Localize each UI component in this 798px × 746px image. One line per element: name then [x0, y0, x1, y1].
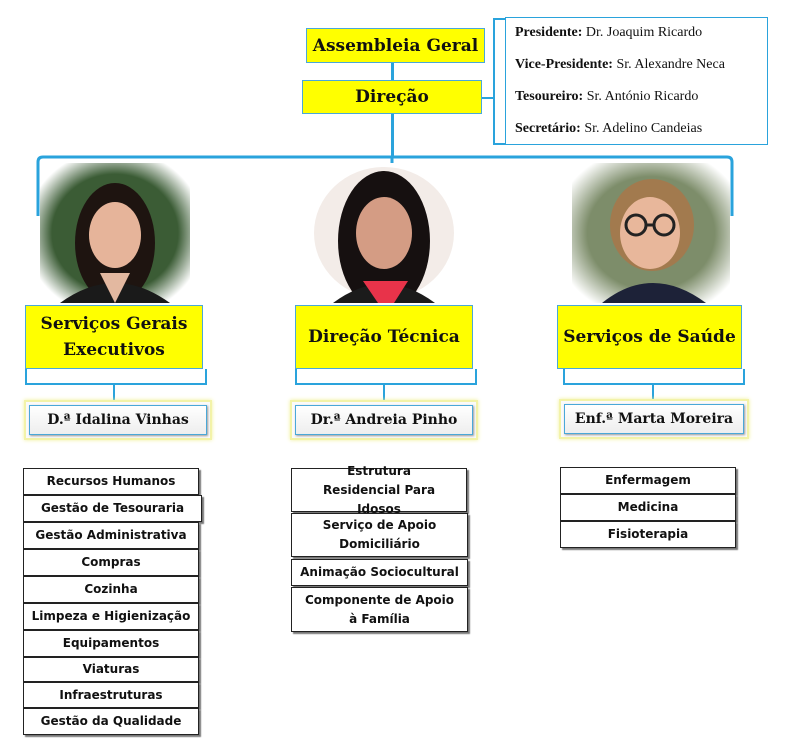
list-item: Viaturas — [23, 657, 199, 682]
list-item: Limpeza e Higienização — [23, 603, 199, 630]
dept-head-1: Dr.ª Andreia Pinho — [290, 400, 478, 440]
person-avatar-icon — [40, 163, 190, 303]
dept-head-0-label: D.ª Idalina Vinhas — [29, 405, 207, 435]
connector-direction-down — [391, 114, 394, 158]
list-item: Compras — [23, 549, 199, 576]
dept-title-0: Serviços Gerais Executivos — [25, 305, 203, 369]
list-item: Recursos Humanos — [23, 468, 199, 495]
list-item: Fisioterapia — [560, 521, 736, 548]
assembly-box: Assembleia Geral — [306, 28, 485, 63]
list-item: Gestão da Qualidade — [23, 708, 199, 735]
list-item: Componente de Apoio à Família — [291, 587, 468, 632]
dept-connector-0 — [113, 383, 115, 403]
connector-assembly-direction — [391, 63, 394, 80]
board-bracket-bottom — [493, 143, 505, 145]
dept-head-2-label: Enf.ª Marta Moreira — [564, 404, 744, 434]
board-bracket-top — [493, 18, 505, 20]
dept-head-0: D.ª Idalina Vinhas — [24, 400, 212, 440]
photo-idalina — [40, 163, 190, 303]
dept-bracket-0 — [25, 369, 207, 385]
dept-title-2: Serviços de Saúde — [557, 305, 742, 369]
board-bracket-v — [493, 18, 495, 145]
list-item: Animação Sociocultural — [291, 559, 468, 586]
board-members-panel: Presidente: Dr. Joaquim Ricardo Vice-Pre… — [505, 17, 768, 145]
dept-connector-2 — [652, 383, 654, 403]
board-member-2: Tesoureiro: Sr. António Ricardo — [515, 89, 699, 104]
list-item: Estrutura Residencial Para Idosos — [291, 464, 467, 516]
board-member-1: Vice-Presidente: Sr. Alexandre Neca — [515, 57, 725, 72]
photo-marta — [572, 163, 730, 303]
dept-bracket-1 — [295, 369, 477, 385]
dept-bracket-2 — [563, 369, 745, 385]
list-item: Gestão Administrativa — [23, 522, 199, 549]
dept-title-1: Direção Técnica — [295, 305, 473, 369]
connector-direction-board — [482, 97, 494, 99]
board-member-3: Secretário: Sr. Adelino Candeias — [515, 121, 703, 136]
list-item: Enfermagem — [560, 467, 736, 494]
board-member-0: Presidente: Dr. Joaquim Ricardo — [515, 25, 703, 40]
list-item: Gestão de Tesouraria — [23, 495, 202, 522]
dept-head-2: Enf.ª Marta Moreira — [559, 399, 749, 439]
list-item: Serviço de Apoio Domiciliário — [291, 513, 468, 557]
dept-connector-1 — [383, 383, 385, 403]
list-item: Medicina — [560, 494, 736, 521]
list-item: Infraestruturas — [23, 682, 199, 708]
list-item: Equipamentos — [23, 630, 199, 657]
direction-box: Direção — [302, 80, 482, 114]
photo-andreia — [308, 163, 460, 303]
person-avatar-icon — [308, 163, 460, 303]
person-avatar-icon — [572, 163, 730, 303]
dept-head-1-label: Dr.ª Andreia Pinho — [295, 405, 473, 435]
list-item: Cozinha — [23, 576, 199, 603]
